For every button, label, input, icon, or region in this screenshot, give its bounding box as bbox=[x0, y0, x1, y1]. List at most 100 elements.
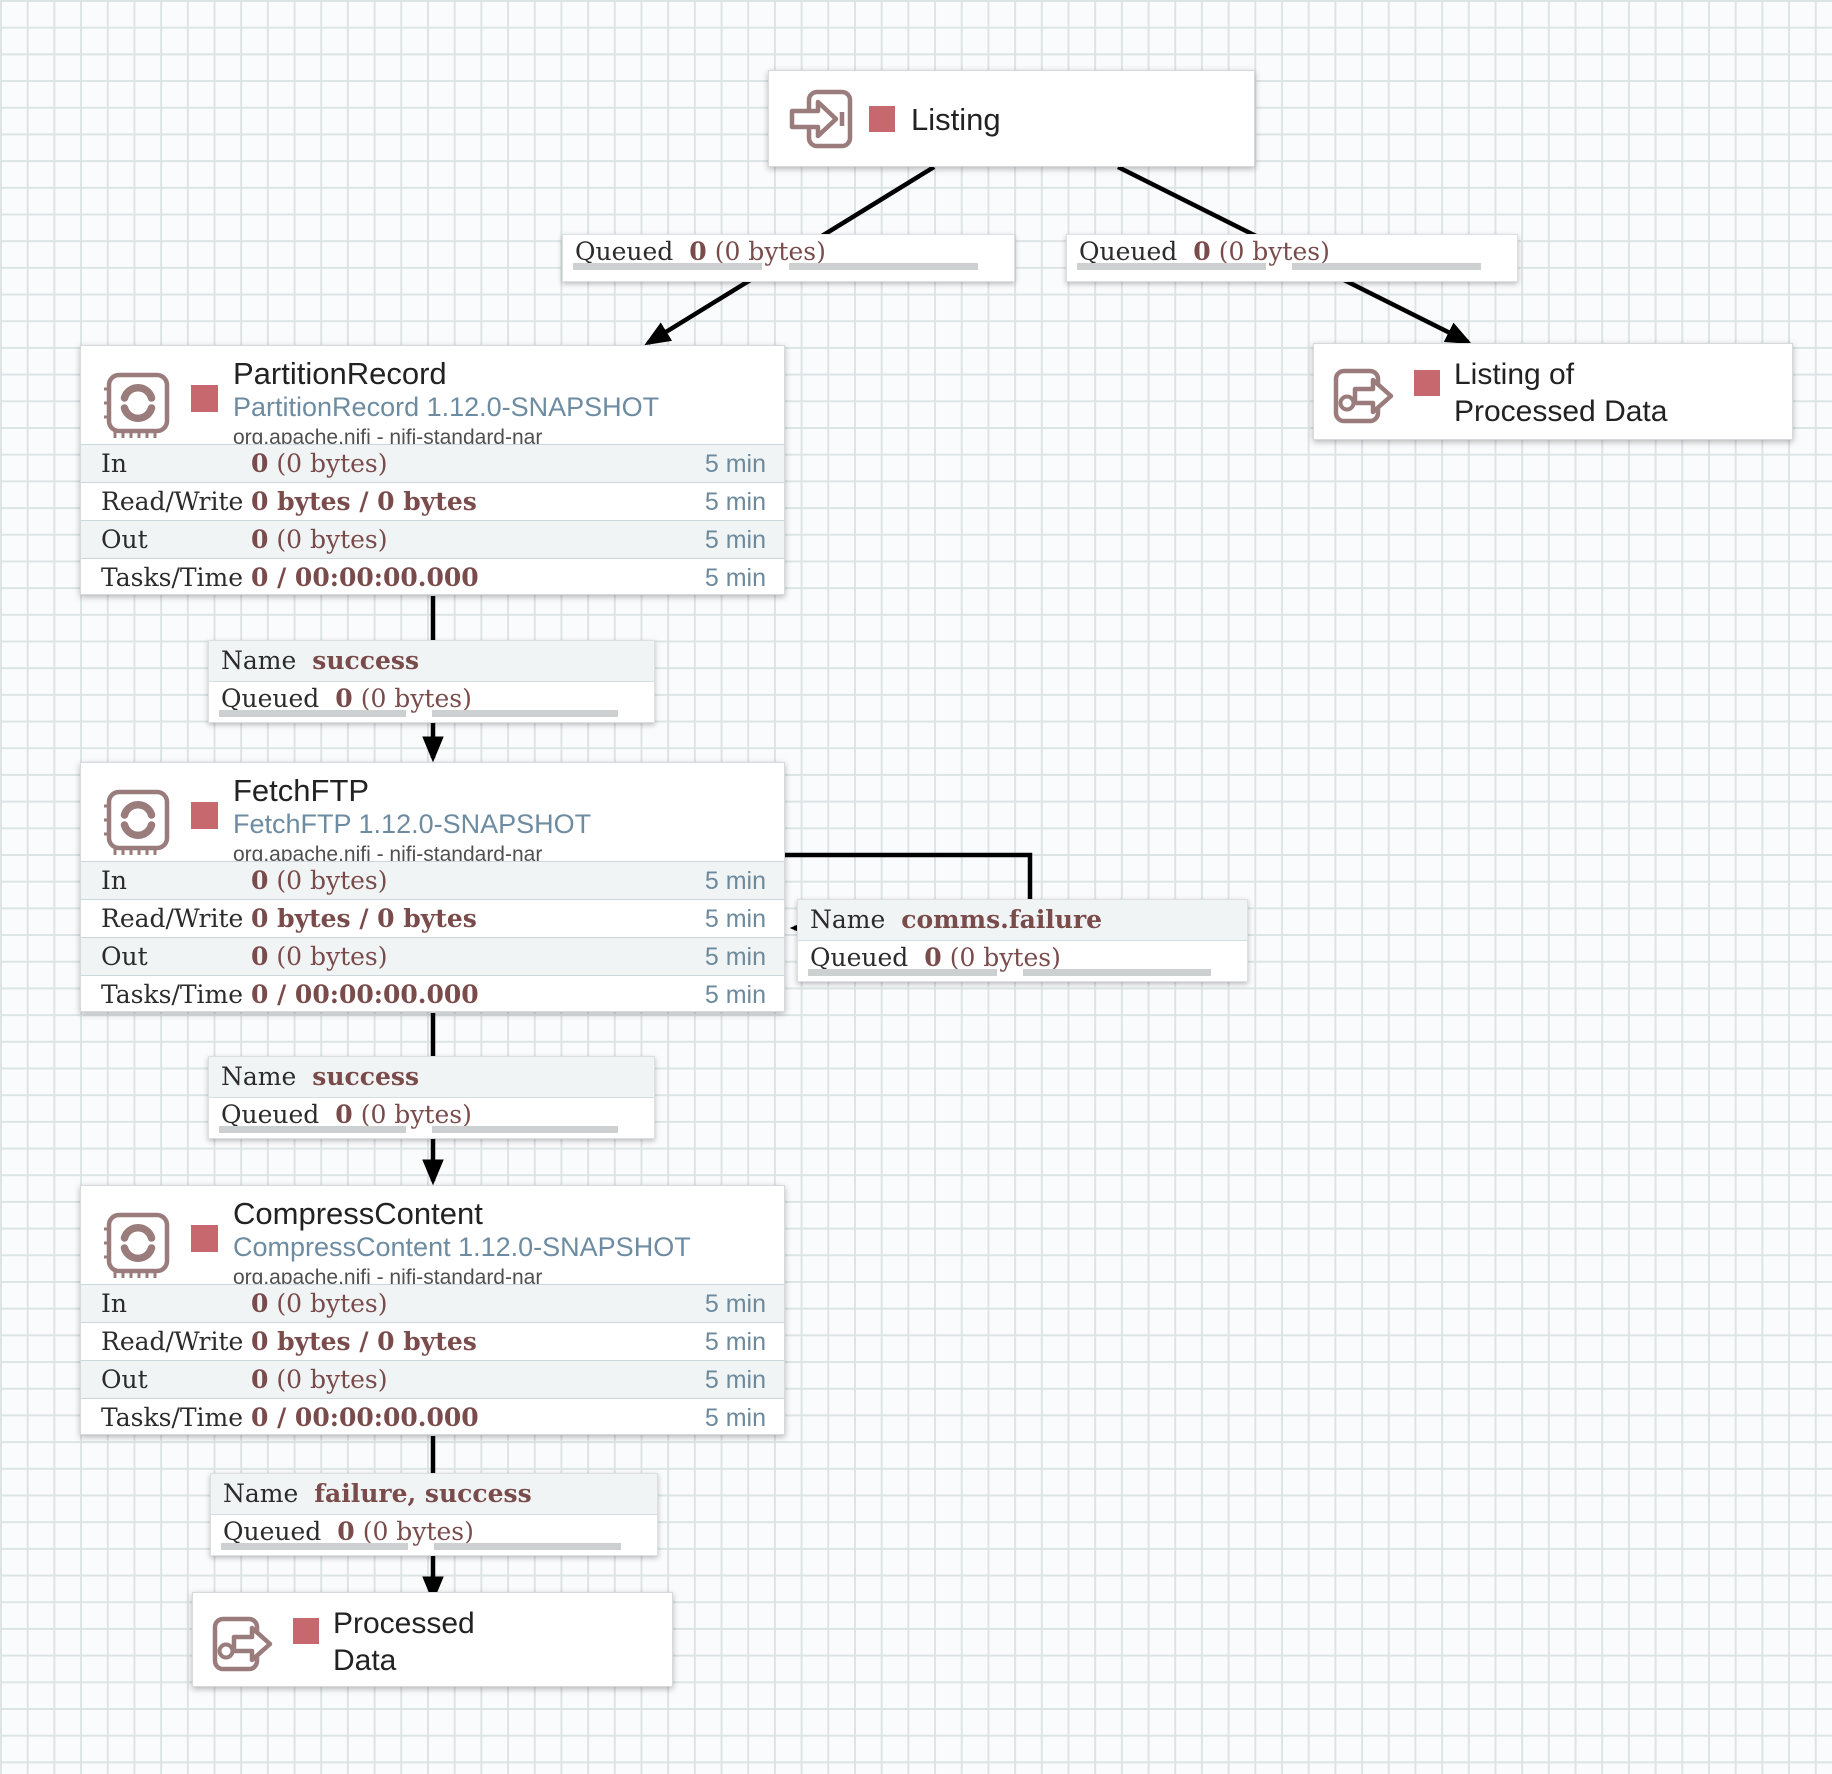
processor-title: CompressContent bbox=[233, 1196, 483, 1231]
queued-label: Queued bbox=[221, 684, 320, 713]
name-label: Name bbox=[223, 1479, 299, 1508]
queued-label: Queued bbox=[810, 943, 909, 972]
processor-bundle: org.apache.nifi - nifi-standard-nar bbox=[233, 843, 543, 866]
queued-count: 0 bbox=[335, 1100, 353, 1129]
queue-fill-bar bbox=[808, 969, 997, 976]
queue-fill-bar bbox=[219, 1126, 406, 1133]
port-title-line2: Data bbox=[333, 1644, 397, 1677]
stat-row-in: In 0 (0 bytes) 5 min bbox=[81, 861, 784, 900]
queued-count: 0 bbox=[924, 943, 942, 972]
queued-label: Queued bbox=[575, 237, 674, 266]
stat-period: 5 min bbox=[704, 1404, 766, 1432]
name-value: success bbox=[312, 1062, 420, 1091]
port-title: Listing bbox=[911, 102, 1001, 137]
queue-size-bar bbox=[431, 710, 619, 717]
processor-icon bbox=[104, 789, 170, 855]
processor-type-version: FetchFTP 1.12.0-SNAPSHOT bbox=[233, 809, 592, 839]
name-row: Name failure, success bbox=[211, 1474, 657, 1515]
stat-row-out: Out 0 (0 bytes) 5 min bbox=[81, 937, 784, 976]
name-value: comms.failure bbox=[901, 905, 1103, 934]
stat-label: Read/Write bbox=[101, 487, 244, 516]
queued-label: Queued bbox=[1079, 237, 1178, 266]
stat-period: 5 min bbox=[704, 905, 766, 933]
stat-period: 5 min bbox=[704, 1290, 766, 1318]
processor-compresscontent[interactable]: CompressContent CompressContent 1.12.0-S… bbox=[80, 1185, 785, 1435]
stat-value: 0 / 00:00:00.000 bbox=[251, 1403, 479, 1432]
processor-partitionrecord[interactable]: PartitionRecord PartitionRecord 1.12.0-S… bbox=[80, 345, 785, 595]
queued-count: 0 bbox=[335, 684, 353, 713]
queued-size: (0 bytes) bbox=[949, 943, 1061, 972]
processor-icon bbox=[104, 372, 170, 438]
stat-label: Tasks/Time bbox=[101, 1403, 244, 1432]
connection-label-success[interactable]: Name success Queued 0(0 bytes) bbox=[208, 640, 655, 723]
stopped-state-icon bbox=[191, 802, 218, 829]
stopped-state-icon bbox=[191, 385, 218, 412]
stat-row-out: Out 0 (0 bytes) 5 min bbox=[81, 520, 784, 559]
stat-period: 5 min bbox=[704, 564, 766, 592]
stat-period: 5 min bbox=[704, 526, 766, 554]
stat-value: 0 (0 bytes) bbox=[251, 525, 388, 554]
processor-title: PartitionRecord bbox=[233, 356, 447, 391]
output-port-listing-of-processed-data[interactable]: Listing of Processed Data bbox=[1313, 343, 1793, 440]
queued-count: 0 bbox=[1193, 237, 1211, 266]
stat-period: 5 min bbox=[704, 1328, 766, 1356]
port-title: Processed Data bbox=[333, 1605, 475, 1679]
stat-label: Tasks/Time bbox=[101, 980, 244, 1009]
stat-row-taskstime: Tasks/Time 0 / 00:00:00.000 5 min bbox=[81, 1398, 784, 1437]
stat-row-in: In 0 (0 bytes) 5 min bbox=[81, 444, 784, 483]
queued-size: (0 bytes) bbox=[714, 237, 826, 266]
queue-size-bar bbox=[1022, 969, 1212, 976]
stat-label: In bbox=[101, 449, 127, 478]
name-row: Name success bbox=[209, 641, 654, 682]
stat-period: 5 min bbox=[704, 488, 766, 516]
queued-count: 0 bbox=[337, 1517, 355, 1546]
output-port-icon bbox=[212, 1616, 273, 1672]
queue-fill-bar bbox=[219, 710, 406, 717]
name-value: success bbox=[312, 646, 420, 675]
stat-label: Tasks/Time bbox=[101, 563, 244, 592]
queued-row: Queued 0(0 bytes) bbox=[798, 941, 1247, 981]
stat-row-readwrite: Read/Write 0 bytes / 0 bytes 5 min bbox=[81, 899, 784, 938]
processor-type-version: CompressContent 1.12.0-SNAPSHOT bbox=[233, 1232, 691, 1262]
queue-size-bar bbox=[434, 1543, 622, 1550]
name-value: failure, success bbox=[314, 1479, 532, 1508]
stat-value: 0 bytes / 0 bytes bbox=[251, 487, 477, 516]
stat-period: 5 min bbox=[704, 1366, 766, 1394]
stat-value: 0 (0 bytes) bbox=[251, 449, 388, 478]
stat-row-in: In 0 (0 bytes) 5 min bbox=[81, 1284, 784, 1323]
port-title-line1: Processed bbox=[333, 1607, 475, 1640]
queued-label: Queued bbox=[223, 1517, 322, 1546]
stat-value: 0 (0 bytes) bbox=[251, 942, 388, 971]
stat-value: 0 / 00:00:00.000 bbox=[251, 563, 479, 592]
input-port-listing[interactable]: Listing bbox=[768, 70, 1255, 167]
queue-size-bar bbox=[1292, 263, 1481, 270]
port-title-line2: Processed Data bbox=[1454, 395, 1668, 428]
stat-label: In bbox=[101, 1289, 127, 1318]
stat-period: 5 min bbox=[704, 943, 766, 971]
stat-row-taskstime: Tasks/Time 0 / 00:00:00.000 5 min bbox=[81, 975, 784, 1014]
name-label: Name bbox=[221, 646, 297, 675]
port-title-line1: Listing of bbox=[1454, 358, 1575, 391]
processor-fetchftp[interactable]: FetchFTP FetchFTP 1.12.0-SNAPSHOT org.ap… bbox=[80, 762, 785, 1012]
name-label: Name bbox=[221, 1062, 297, 1091]
queued-size: (0 bytes) bbox=[360, 684, 472, 713]
processor-title: FetchFTP bbox=[233, 773, 370, 808]
stopped-state-icon bbox=[293, 1618, 319, 1644]
processor-type-version: PartitionRecord 1.12.0-SNAPSHOT bbox=[233, 392, 660, 422]
queue-fill-bar bbox=[573, 263, 763, 270]
stat-period: 5 min bbox=[704, 981, 766, 1009]
output-port-processed-data[interactable]: Processed Data bbox=[192, 1592, 673, 1687]
stat-value: 0 (0 bytes) bbox=[251, 1365, 388, 1394]
stopped-state-icon bbox=[1414, 370, 1440, 396]
stat-row-taskstime: Tasks/Time 0 / 00:00:00.000 5 min bbox=[81, 558, 784, 597]
input-port-icon bbox=[789, 89, 853, 149]
